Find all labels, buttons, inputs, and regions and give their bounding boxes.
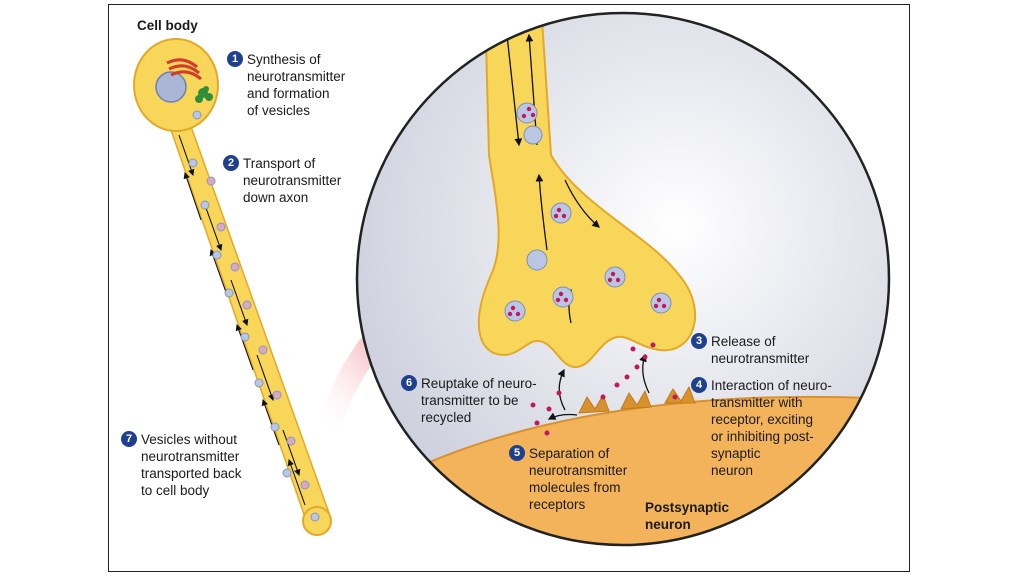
step-3-badge: 3 (691, 333, 707, 349)
step-1-text: Synthesis of neurotransmitter and format… (247, 52, 346, 118)
step-7-badge: 7 (121, 431, 137, 447)
step-3-label: 3 Release of neurotransmitter (691, 333, 809, 367)
step-3-text: Release of neurotransmitter (711, 334, 810, 366)
step-4-label: 4 Interaction of neuro- transmitter with… (691, 377, 832, 479)
diagram-frame: Cell body 1 Synthesis of neurotransmitte… (108, 4, 910, 572)
step-1-label: 1 Synthesis of neurotransmitter and form… (227, 51, 345, 119)
step-5-label: 5 Separation of neurotransmitter molecul… (509, 445, 627, 513)
step-7-text: Vesicles without neurotransmitter transp… (141, 432, 242, 498)
postsynaptic-label: Postsynaptic neuron (645, 499, 729, 533)
step-5-badge: 5 (509, 445, 525, 461)
step-2-text: Transport of neurotransmitter down axon (243, 156, 342, 205)
step-7-label: 7 Vesicles without neurotransmitter tran… (121, 431, 242, 499)
neurotransmitter-molecules (507, 106, 678, 436)
step-4-text: Interaction of neuro- transmitter with r… (711, 378, 832, 478)
golgi-apparatus (166, 58, 202, 81)
synapse-magnified-view (355, 11, 891, 547)
presynaptic-neuron-whole (133, 38, 332, 536)
step-6-badge: 6 (401, 375, 417, 391)
step-6-label: 6 Reuptake of neuro- transmitter to be r… (401, 375, 537, 426)
step-4-badge: 4 (691, 377, 707, 393)
endoplasmic-reticulum (195, 86, 213, 103)
step-2-badge: 2 (223, 155, 239, 171)
nucleus (155, 71, 187, 103)
step-6-text: Reuptake of neuro- transmitter to be rec… (421, 376, 537, 425)
receptors (578, 385, 696, 414)
step-2-label: 2 Transport of neurotransmitter down axo… (223, 155, 341, 206)
cell-body-text: Cell body (137, 18, 198, 33)
postsynaptic-text: Postsynaptic neuron (645, 500, 730, 532)
cell-body-label: Cell body (137, 17, 198, 34)
diagram-artwork (133, 11, 891, 547)
step-1-badge: 1 (227, 51, 243, 67)
step-5-text: Separation of neurotransmitter molecules… (529, 446, 628, 512)
axon-vesicles (188, 110, 320, 522)
